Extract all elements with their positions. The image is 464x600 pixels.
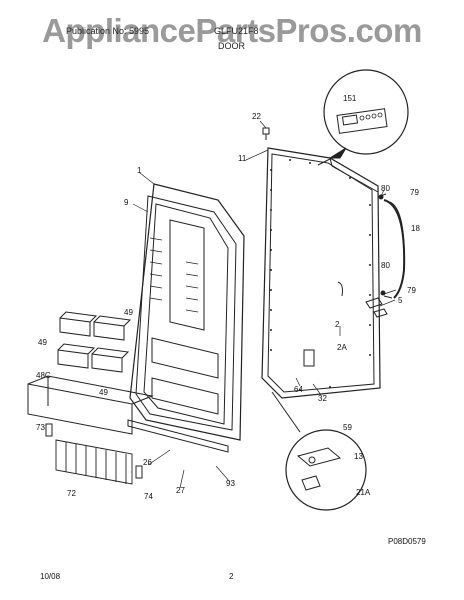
label-1: 1 [137, 166, 142, 175]
label-49-upper: 49 [124, 308, 133, 317]
bracket-74 [135, 465, 143, 479]
door-liner [129, 183, 245, 441]
label-11: 11 [238, 154, 247, 163]
lower-bin-48c [27, 375, 154, 435]
label-79-top: 79 [410, 188, 419, 197]
door-bins [57, 311, 132, 373]
label-151: 151 [343, 94, 357, 103]
label-32: 32 [318, 394, 327, 403]
label-59: 59 [343, 423, 352, 432]
label-48c: 48C [36, 371, 51, 380]
model-number: GLFU21F8 [214, 26, 259, 36]
label-72: 72 [67, 489, 76, 498]
label-49-lower: 49 [99, 388, 108, 397]
label-13: 13 [354, 452, 363, 461]
label-93: 93 [226, 479, 235, 488]
label-73: 73 [36, 423, 45, 432]
label-49-left: 49 [38, 338, 47, 347]
footer-page: 2 [229, 572, 234, 581]
label-2: 2 [335, 320, 340, 329]
outer-door-panel [261, 147, 381, 399]
screw-22 [262, 127, 270, 140]
label-18: 18 [411, 224, 420, 233]
label-21a: 21A [356, 488, 371, 497]
label-74: 74 [144, 492, 153, 501]
publication-number: Publication No: 5995 [66, 26, 150, 36]
label-22: 22 [252, 112, 261, 121]
toe-strip [127, 419, 229, 453]
watermark: AppliancePartsPros.com [42, 12, 422, 49]
wire-basket [55, 439, 133, 485]
hinge-callout [271, 391, 367, 511]
label-9: 9 [124, 198, 129, 207]
footer-date: 10/08 [40, 572, 61, 581]
section-title: DOOR [218, 41, 245, 51]
label-27: 27 [176, 486, 185, 495]
label-80-top: 80 [381, 184, 390, 193]
bracket-73 [45, 423, 53, 437]
label-64: 64 [294, 385, 303, 394]
label-2a: 2A [337, 343, 347, 352]
label-79-bottom: 79 [407, 286, 416, 295]
label-26: 26 [143, 458, 152, 467]
diagram-code: P08D0579 [388, 537, 426, 546]
door-handle [365, 193, 406, 318]
control-panel-callout [317, 69, 409, 166]
label-80-bottom: 80 [381, 261, 390, 270]
label-5: 5 [398, 296, 403, 305]
